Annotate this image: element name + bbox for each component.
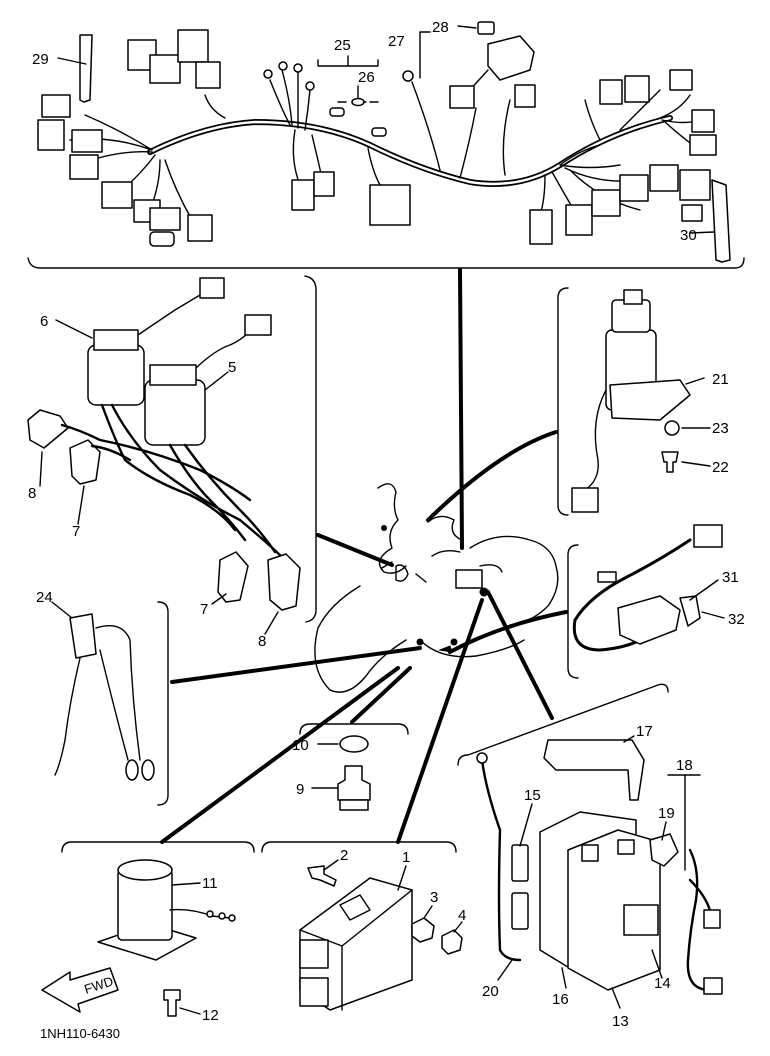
part-3-nut (411, 917, 435, 943)
leader-switch (426, 430, 558, 522)
part-23-washer (664, 420, 680, 436)
harness-group-bracket (27, 257, 745, 269)
callout-8a: 8 (28, 485, 36, 502)
callout-4: 4 (458, 907, 466, 924)
part-10-washer (339, 735, 369, 753)
callout-leaders (39, 25, 725, 1015)
callout-30: 30 (680, 227, 697, 244)
callout-9: 9 (296, 781, 304, 798)
callout-7b: 7 (200, 601, 208, 618)
leader-25 (317, 55, 379, 67)
callout-10: 10 (292, 737, 309, 754)
callout-19: 19 (658, 805, 675, 822)
sidestand-switch (54, 613, 155, 781)
callout-18: 18 (676, 757, 693, 774)
callout-15: 15 (524, 787, 541, 804)
callout-3: 3 (430, 889, 438, 906)
hightension-cords (100, 403, 287, 562)
callout-6: 6 (40, 313, 48, 330)
callout-32: 32 (728, 611, 745, 628)
motorcycle-outline (314, 483, 559, 693)
ignition-coil-5 (144, 314, 272, 446)
part-29-band (79, 34, 93, 103)
callout-labels: 29 25 26 27 28 30 6 5 8 7 7 8 21 23 22 3… (28, 19, 745, 1030)
part-2-screw (307, 865, 337, 887)
cdi-unit (299, 877, 413, 1011)
main-switch (571, 289, 691, 513)
part-4-nut (441, 929, 463, 955)
sensor-group-bracket (567, 544, 579, 679)
sidestand-group-bracket (157, 601, 169, 806)
callout-11: 11 (202, 875, 218, 892)
starter-relay (97, 859, 236, 961)
leader-cdi (396, 598, 484, 844)
callout-5: 5 (228, 359, 236, 376)
leader-sensor (448, 610, 568, 654)
callout-2: 2 (340, 847, 348, 864)
leader-27 (419, 31, 431, 79)
callout-22: 22 (712, 459, 729, 476)
leader-sidestand (170, 646, 422, 684)
fwd-arrow: FWD (41, 967, 119, 1013)
switch-group-bracket (557, 287, 569, 516)
callout-21: 21 (712, 371, 729, 388)
leader-coil (316, 533, 394, 567)
part-28-fuse (477, 21, 495, 35)
relay-group-bracket (61, 841, 255, 853)
part-15-fuse (511, 844, 529, 882)
main-wire-harness (37, 29, 717, 247)
callout-29: 29 (32, 51, 49, 68)
callout-16: 16 (552, 991, 569, 1008)
callout-23: 23 (712, 420, 729, 437)
callout-24: 24 (36, 589, 53, 606)
battery-band-17 (543, 739, 645, 801)
sensor-31 (572, 524, 723, 652)
callout-26: 26 (358, 69, 375, 86)
part-20-lead (480, 758, 522, 962)
callout-28: 28 (432, 19, 449, 36)
coil-group-bracket (304, 275, 317, 623)
callout-1: 1 (402, 849, 410, 866)
part-19-cover (649, 833, 679, 867)
callout-31: 31 (722, 569, 739, 586)
part-22-screw (661, 451, 679, 473)
ignition-coil-6 (87, 277, 225, 406)
part-26-bulb (351, 97, 365, 107)
leader-harness (458, 268, 464, 550)
part-9-neutral-switch (337, 765, 371, 811)
leader-neutral (350, 666, 412, 724)
callout-14: 14 (654, 975, 671, 992)
part-13-battery (567, 829, 661, 991)
cdi-group-bracket (261, 841, 457, 853)
part-12-screw (163, 989, 181, 1017)
leader-relay (160, 666, 400, 844)
diagram-code: 1NH110-6430 (40, 1026, 120, 1041)
callout-27: 27 (388, 33, 405, 50)
callout-8b: 8 (258, 633, 266, 650)
part-27-fuse-holder (487, 35, 535, 81)
battery-group-bracket (457, 683, 669, 766)
callout-17: 17 (636, 723, 653, 740)
spark-plug-cap-8a (27, 409, 69, 449)
callout-25: 25 (334, 37, 351, 54)
spark-plug-cap-7b (217, 551, 249, 603)
callout-20: 20 (482, 983, 499, 1000)
part-30-band (711, 179, 731, 263)
spark-plug-cap-7a (69, 439, 101, 485)
callout-7a: 7 (72, 523, 80, 540)
callout-13: 13 (612, 1013, 629, 1030)
callout-12: 12 (202, 1007, 219, 1024)
spark-plug-cap-8b (267, 553, 301, 611)
leader-battery (486, 590, 554, 720)
neutral-group-bracket (299, 723, 409, 735)
